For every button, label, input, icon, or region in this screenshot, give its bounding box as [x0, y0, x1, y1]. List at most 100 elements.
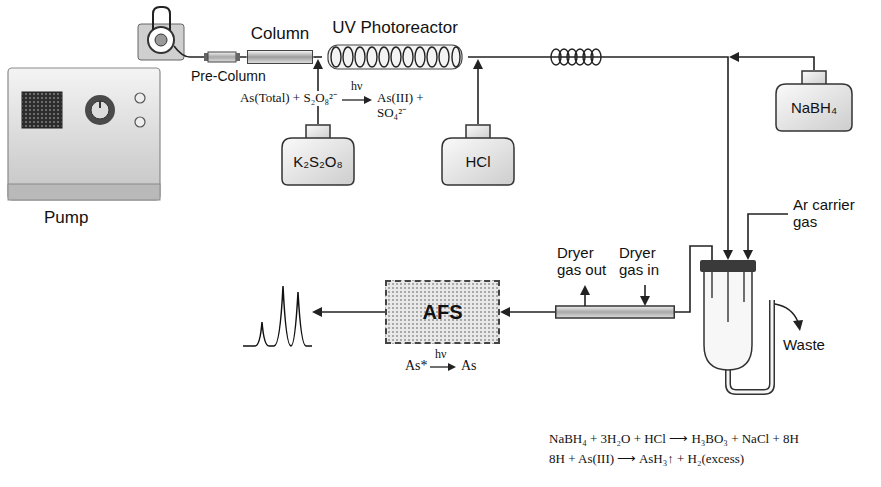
- bottle-neck: [802, 71, 826, 85]
- photoreactor-coil: [403, 47, 413, 67]
- photoreactor-coil: [439, 47, 449, 67]
- pump-illustration: [148, 27, 174, 53]
- pump-illustration: [135, 93, 145, 103]
- reagent-bottle: NaBH₄: [772, 70, 856, 132]
- pump-illustration: [8, 68, 160, 200]
- gas-port: [584, 294, 586, 306]
- pump-illustration: [153, 7, 170, 30]
- reaction-arrow: [364, 96, 372, 104]
- component-label: Column: [251, 24, 310, 44]
- gas-port: [640, 296, 650, 306]
- photoreactor-coil: [427, 47, 437, 67]
- reagent-line: [313, 52, 814, 124]
- component-label: Pump: [44, 208, 88, 228]
- reagent-label: NaBH₄: [791, 99, 837, 116]
- pump-unit: Pump: [4, 4, 190, 232]
- gas-label: Ar carrier gas: [792, 196, 876, 231]
- reaction-arrow: [342, 99, 366, 100]
- gas-liquid-separator: [793, 320, 803, 331]
- gas-liquid-separator: [711, 272, 712, 298]
- gas-liquid-separator: [743, 272, 744, 302]
- gas-liquid-separator: [700, 260, 803, 392]
- flow-connector: [500, 307, 555, 317]
- flow-connector: [313, 56, 322, 58]
- reaction-equation: NaBH₄ + 3H₂O + HCl ⟶ H₃BO₃ + NaCl + 8H: [548, 432, 800, 447]
- detector-label: AFS: [423, 301, 463, 324]
- flow-line: [723, 250, 733, 260]
- reaction-arrow: [430, 366, 450, 367]
- reaction-equation: 8H + As(III) ⟶ AsH₃↑ + H₂(excess): [548, 452, 745, 467]
- bottle-body: [442, 138, 514, 185]
- detector-output: [243, 286, 312, 346]
- reaction-text: As*: [404, 358, 429, 374]
- bottle-neck: [466, 125, 490, 139]
- photoreactor-coil: [328, 45, 462, 69]
- pump-illustration: [135, 117, 145, 127]
- pre-column-symbol: [204, 53, 208, 61]
- uv-photoreactor: UV Photoreactor: [322, 18, 468, 74]
- pump-illustration: [155, 34, 167, 46]
- photoreactor-coil: [415, 47, 425, 67]
- reagent-line: [729, 52, 739, 62]
- outlet-label: Waste: [782, 336, 826, 353]
- afs-detector: AFS: [385, 280, 500, 344]
- photoreactor-coil: [367, 47, 377, 67]
- photoreactor-coil: [391, 47, 401, 67]
- detector-output: [312, 307, 322, 317]
- pump-illustration: [174, 46, 190, 57]
- gas-liquid-separator: [700, 260, 756, 272]
- photoreactor-coil: [355, 47, 365, 67]
- gas-liquid-separator: [775, 304, 798, 322]
- dryer-tube: [556, 306, 675, 318]
- pre-column-symbol: [208, 52, 236, 62]
- flow-connector: [508, 311, 555, 313]
- pump-illustration: [85, 95, 115, 125]
- pump-illustration: [91, 101, 109, 119]
- photon-symbol: hν: [350, 80, 363, 94]
- photoreactor-coil: [452, 47, 460, 67]
- pre-column-symbol: [236, 53, 240, 61]
- bottle-body: [282, 138, 354, 185]
- flow-line: [743, 250, 753, 260]
- reagent-bottle: HCl: [438, 124, 518, 186]
- port-label: Dryer gas in: [619, 244, 673, 279]
- reaction-text: As(Total) + S₂O₈²⁻: [239, 91, 338, 106]
- reagent-bottle: K₂S₂O₈: [278, 124, 358, 186]
- photoreactor-coil: [379, 47, 389, 67]
- reagent-label: HCl: [466, 153, 491, 170]
- bottle-body: [776, 84, 852, 131]
- column-body: [247, 50, 314, 64]
- photoreactor-coil: [331, 47, 341, 67]
- flow-connector: [313, 57, 322, 58]
- pump-illustration: [99, 101, 101, 108]
- reaction-text: As(III) + SO₄²⁻: [376, 91, 442, 121]
- bottle-neck: [306, 125, 330, 139]
- gas-liquid-separator: [704, 272, 752, 370]
- detector-output: [321, 311, 385, 313]
- reaction-arrow: [448, 363, 456, 371]
- arrow-head: [500, 307, 510, 317]
- pump-illustration: [8, 184, 160, 200]
- reagent-line: [313, 59, 323, 69]
- pre-column-symbol: [204, 52, 240, 62]
- pump-illustration: [138, 24, 184, 60]
- pump-illustration: [22, 92, 62, 128]
- detector-output: [243, 286, 385, 346]
- photoreactor-coil: [343, 47, 353, 67]
- reagent-line: [477, 68, 479, 124]
- flow-line: [748, 214, 788, 252]
- reagent-label: K₂S₂O₈: [293, 153, 343, 170]
- reaction-text: As: [460, 358, 478, 374]
- gas-port: [580, 285, 590, 295]
- port-label: Dryer gas out: [557, 244, 613, 279]
- part-label: Pre-Column: [190, 68, 267, 84]
- membrane-dryer: Dryer gas outDryer gas in: [555, 244, 675, 320]
- photon-symbol: hν: [434, 348, 447, 362]
- gas-liquid-separator: [727, 272, 728, 322]
- hplc-column: Column: [247, 24, 314, 66]
- reagent-line: [738, 57, 814, 70]
- component-label: UV Photoreactor: [332, 18, 458, 38]
- pump-illustration: [8, 7, 190, 200]
